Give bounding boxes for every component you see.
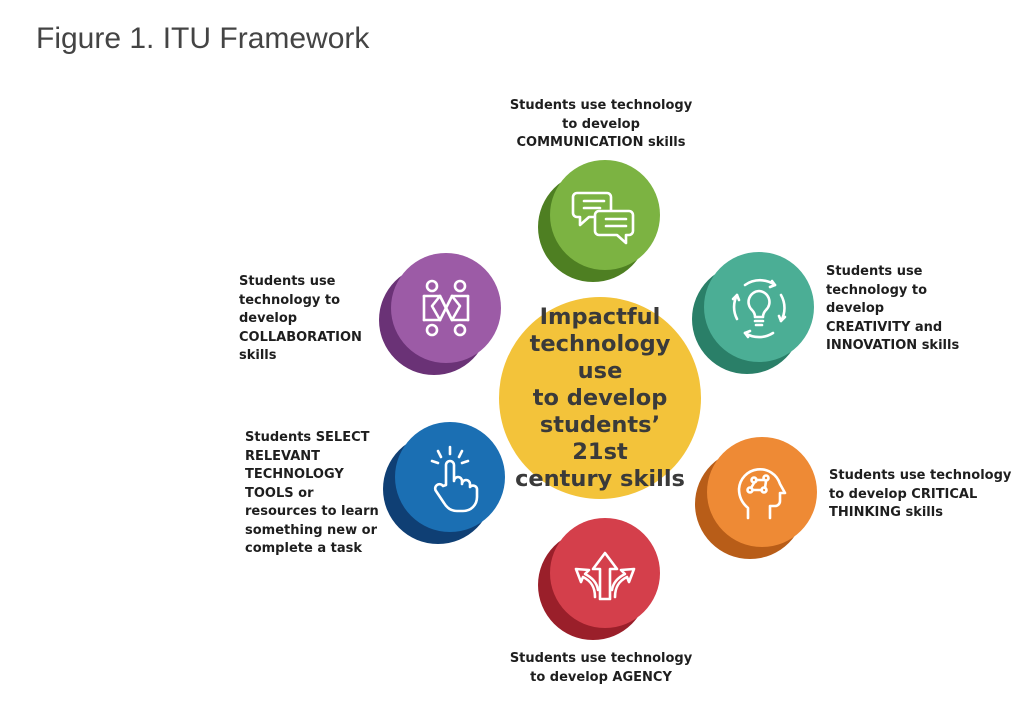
- center-line: students’ 21st: [539, 411, 661, 465]
- label-line: INNOVATION skills: [826, 338, 960, 353]
- label-line: THINKING skills: [829, 505, 943, 520]
- center-line: Impactful: [539, 303, 661, 330]
- label-line: something new or: [245, 522, 377, 538]
- collaboration-label: Students use technology to develop COLLA…: [239, 273, 362, 366]
- label-line: to develop AGENCY: [530, 669, 672, 685]
- label-line: TECHNOLOGY: [245, 467, 344, 482]
- label-line: COLLABORATION: [239, 329, 362, 345]
- speech-bubbles-icon: [571, 191, 635, 245]
- agency-label: Students use technology to develop AGENC…: [506, 650, 696, 687]
- label-line: Students use: [239, 274, 336, 289]
- creativity-label: Students use technology to develop CREAT…: [826, 263, 959, 356]
- collaboration-node-disc: [391, 253, 501, 363]
- lightbulb-cycle-icon: [731, 278, 787, 339]
- select-tools-node: [383, 422, 505, 544]
- label-line: develop: [826, 301, 885, 316]
- diverging-arrows-icon: [574, 551, 636, 601]
- label-line: Students SELECT: [245, 430, 370, 445]
- creativity-node: [692, 252, 814, 374]
- agency-node: [538, 518, 660, 640]
- critical-thinking-node-disc: [707, 437, 817, 547]
- label-line: COMMUNICATION skills: [516, 135, 686, 150]
- label-line: TOOLS or: [245, 485, 314, 501]
- critical-thinking-node: [695, 437, 817, 559]
- label-line: Students use: [826, 264, 923, 279]
- label-line: Students use technology: [509, 98, 693, 113]
- communication-node-disc: [550, 160, 660, 270]
- label-line: technology to: [826, 282, 928, 298]
- center-line: to develop: [532, 384, 668, 411]
- select-tools-node-disc: [395, 422, 505, 532]
- label-line: RELEVANT: [245, 448, 321, 464]
- label-line: technology to: [239, 292, 341, 308]
- tapping-hand-icon: [430, 445, 479, 513]
- brain-head-icon: [737, 468, 787, 520]
- agency-node-disc: [550, 518, 660, 628]
- label-line: Students use technology: [829, 468, 1012, 483]
- label-line: develop: [239, 311, 298, 326]
- center-line: century skills: [515, 465, 685, 492]
- label-line: complete a task: [245, 541, 362, 556]
- label-line: resources to learn: [245, 504, 379, 519]
- label-line: to develop CRITICAL: [829, 486, 978, 502]
- critical-thinking-label: Students use technology to develop CRITI…: [829, 467, 1011, 523]
- label-line: Students use technology: [509, 651, 693, 666]
- figure-title: Figure 1. ITU Framework: [36, 22, 370, 55]
- connected-people-icon: [422, 279, 470, 337]
- select-tools-label: Students SELECT RELEVANT TECHNOLOGY TOOL…: [245, 429, 379, 559]
- collaboration-node: [379, 253, 501, 375]
- center-line: technology use: [529, 330, 671, 384]
- communication-label: Students use technology to develop COMMU…: [506, 97, 696, 153]
- label-line: CREATIVITY and: [826, 319, 943, 335]
- creativity-node-disc: [704, 252, 814, 362]
- label-line: to develop: [562, 116, 640, 132]
- center-circle: Impactful technology use to develop stud…: [499, 297, 701, 499]
- label-line: skills: [239, 348, 277, 363]
- communication-node: [538, 160, 660, 282]
- center-text: Impactful technology use to develop stud…: [510, 304, 690, 493]
